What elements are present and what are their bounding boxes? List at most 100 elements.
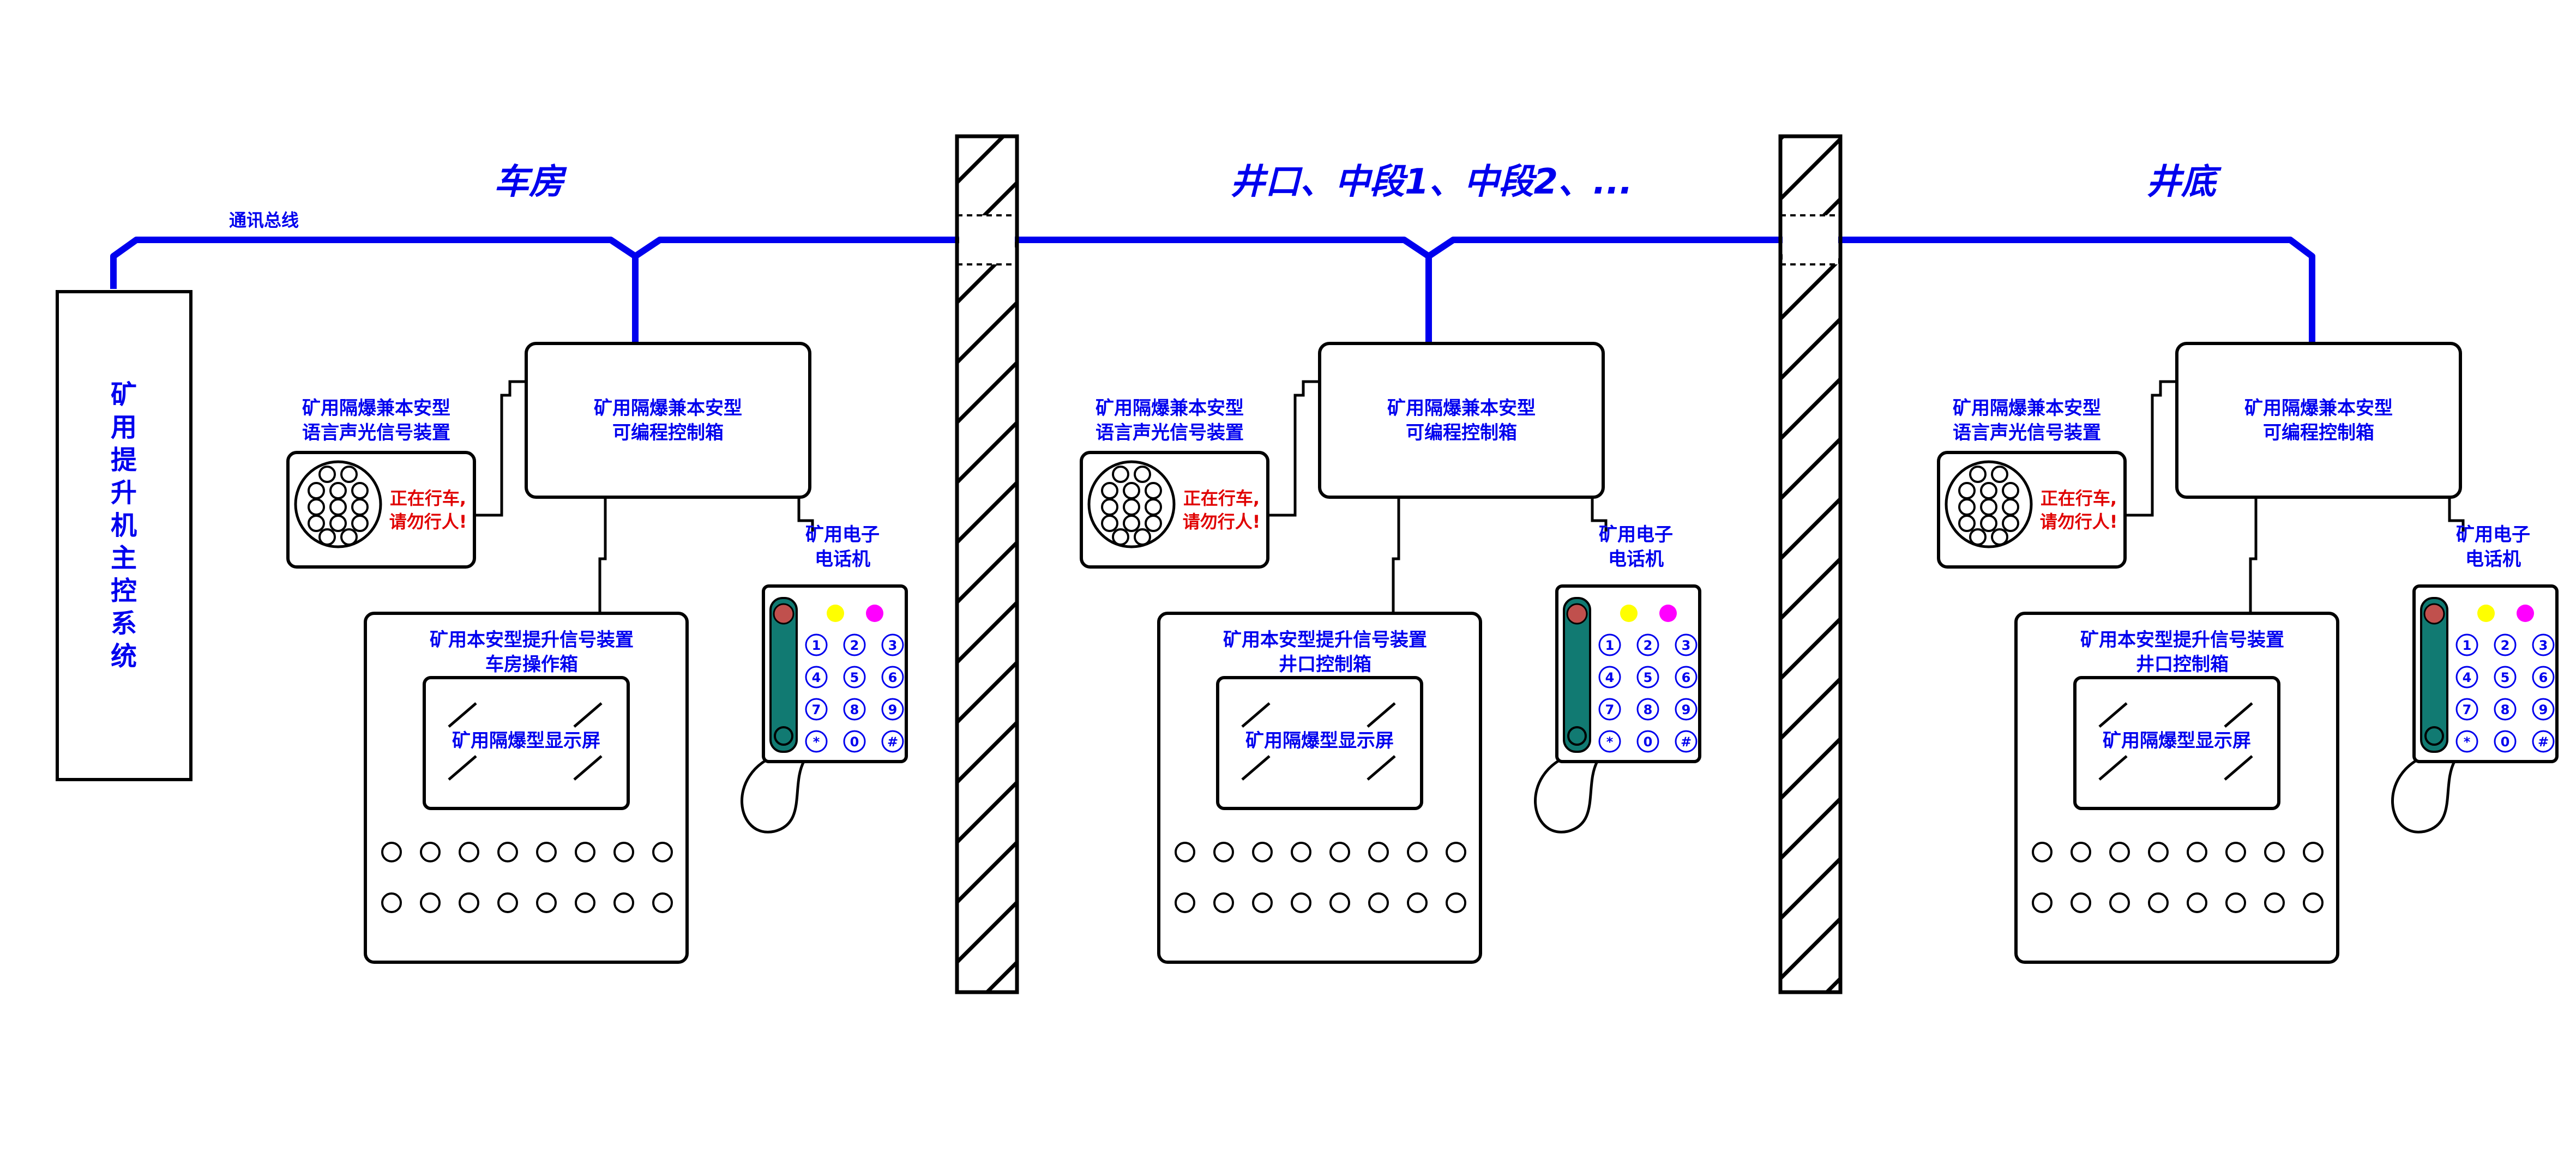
- console-button: [1175, 842, 1195, 862]
- siren-message-line1: 正在行车,: [390, 488, 466, 509]
- plc-control-box: [1318, 342, 1605, 499]
- phone-key-label: 8: [1644, 702, 1653, 717]
- speaker-hole: [2002, 515, 2019, 532]
- phone-key: [2455, 666, 2478, 689]
- connection-wire: [473, 380, 526, 521]
- speaker-hole: [1991, 528, 2008, 546]
- phone-key-label: 7: [1605, 702, 1615, 717]
- console-label-line2: 井口控制箱: [2136, 654, 2229, 675]
- speaker-hole: [1101, 498, 1118, 516]
- phone-key-label: 2: [1644, 638, 1653, 653]
- speaker-hole: [1969, 528, 1987, 546]
- console-button: [1252, 892, 1273, 913]
- siren-label-line1: 矿用隔爆兼本安型: [302, 397, 450, 419]
- zone-title: 车房: [494, 162, 567, 202]
- console-button: [1329, 842, 1350, 862]
- phone-key-label: 0: [850, 734, 859, 750]
- console-label-line2: 井口控制箱: [1279, 654, 1371, 675]
- phone-key-label: 0: [1644, 734, 1653, 750]
- phone-key: [2494, 633, 2517, 656]
- display-glare-mark: [1367, 702, 1396, 728]
- phone-label-line1: 矿用电子: [2456, 524, 2530, 546]
- console-button: [613, 842, 634, 862]
- phone-key: [805, 633, 828, 656]
- connection-wire: [598, 496, 607, 613]
- phone-key-label: 1: [812, 638, 821, 653]
- phone-key-label: 8: [850, 702, 859, 717]
- phone-key: [2455, 730, 2478, 753]
- speaker-hole: [1101, 515, 1118, 532]
- console-label-line1: 矿用本安型提升信号装置: [1223, 629, 1427, 651]
- siren-label-line2: 语言声光信号装置: [1953, 422, 2101, 444]
- speaker-hole: [1980, 515, 1997, 532]
- console-button: [613, 892, 634, 913]
- speaker-hole: [308, 482, 325, 499]
- speaker-grille-icon: [1945, 460, 2033, 548]
- phone-key-label: 9: [888, 702, 898, 717]
- phone-cord: [1534, 753, 1599, 834]
- console-label-line2: 车房操作箱: [485, 654, 578, 675]
- phone-label-line2: 电话机: [815, 548, 870, 570]
- phone-key-label: 7: [2463, 702, 2472, 717]
- siren-label-line1: 矿用隔爆兼本安型: [1953, 397, 2101, 419]
- indicator-light-magenta: [866, 605, 883, 622]
- connection-wire: [2448, 496, 2465, 532]
- siren-label-line1: 矿用隔爆兼本安型: [1096, 397, 1244, 419]
- phone-key-label: 3: [2539, 638, 2548, 653]
- phone-key-label: 5: [850, 670, 859, 685]
- phone-key-label: 9: [1682, 702, 1691, 717]
- shaft-wall-1: [955, 134, 1019, 994]
- console-button: [2187, 842, 2207, 862]
- connection-wire: [1392, 496, 1400, 613]
- master-label-char: 矿: [111, 379, 137, 410]
- speaker-hole: [351, 515, 369, 532]
- display-glare-mark: [2098, 702, 2128, 728]
- master-label-char: 机: [111, 510, 137, 541]
- indicator-light-magenta: [2517, 605, 2534, 622]
- display-glare-mark: [1241, 702, 1271, 728]
- speaker-hole: [351, 482, 369, 499]
- console-button: [459, 892, 479, 913]
- communication-bus: [110, 237, 2315, 343]
- shaft-wall-2: [1778, 134, 1843, 994]
- master-label-char: 提: [111, 445, 137, 475]
- console-button: [1368, 842, 1389, 862]
- plc-label-line2: 可编程控制箱: [612, 422, 724, 444]
- zone-title: 井口、中段1、中段2、...: [1230, 162, 1633, 202]
- phone-body: [2412, 584, 2559, 763]
- display-glare-mark: [2224, 755, 2253, 781]
- plc-label-line2: 可编程控制箱: [1406, 422, 1517, 444]
- console-button: [2032, 892, 2053, 913]
- console-button: [1446, 842, 1466, 862]
- phone-body: [762, 584, 908, 763]
- speaker-hole: [1134, 466, 1151, 483]
- phone-key-label: 2: [2501, 638, 2510, 653]
- phone-key-label: 9: [2539, 702, 2548, 717]
- phone-key: [805, 698, 828, 721]
- console-button: [652, 892, 673, 913]
- console-button: [1175, 892, 1195, 913]
- console-button: [652, 842, 673, 862]
- console-button: [2225, 842, 2246, 862]
- plc-control-box: [2175, 342, 2462, 499]
- console-button: [2264, 892, 2285, 913]
- phone-key: [1636, 666, 1659, 689]
- phone-key: [1598, 698, 1621, 721]
- phone-key-label: 5: [2501, 670, 2510, 685]
- phone-key: [1598, 666, 1621, 689]
- console-button: [2148, 842, 2169, 862]
- console-button: [420, 842, 441, 862]
- master-label-char: 控: [111, 576, 137, 606]
- console-button: [459, 842, 479, 862]
- connection-wire: [2123, 380, 2177, 521]
- speaker-hole: [340, 528, 358, 546]
- phone-key-label: 4: [1605, 670, 1615, 685]
- speaker-hole: [1145, 498, 1162, 516]
- siren-message-line2: 请勿行人!: [2040, 511, 2118, 532]
- speaker-grille-icon: [294, 460, 382, 548]
- console-button: [2264, 842, 2285, 862]
- phone-key-label: 1: [2463, 638, 2472, 653]
- master-label-char: 统: [111, 641, 137, 672]
